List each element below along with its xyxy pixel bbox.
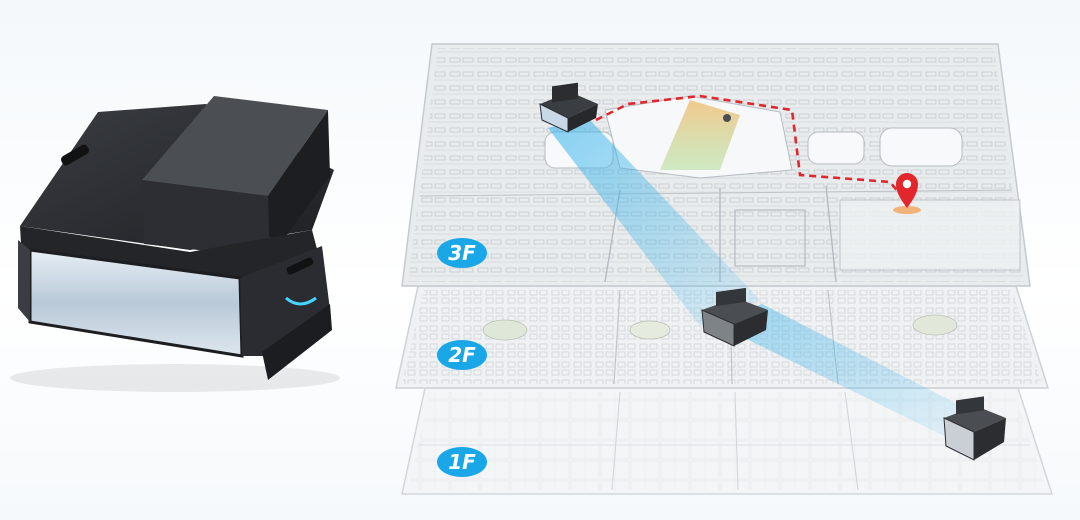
svg-text:2F: 2F [448,343,476,367]
svg-text:1F: 1F [448,450,476,474]
location-pin-icon [893,173,921,214]
robot-chassis-image [10,96,340,392]
floor-label-3f: 3F [437,238,487,268]
floor-3-plan [401,43,1031,287]
floor-1-plan [401,387,1054,495]
delivery-robot-icon [539,82,598,133]
floor-label-2f: 2F [437,340,487,370]
svg-text:3F: 3F [448,241,476,265]
navigation-beam [548,118,985,438]
delivery-robot-icon [943,396,1006,461]
delivery-robot-icon [701,287,768,347]
floor-label-1f: 1F [437,447,487,477]
